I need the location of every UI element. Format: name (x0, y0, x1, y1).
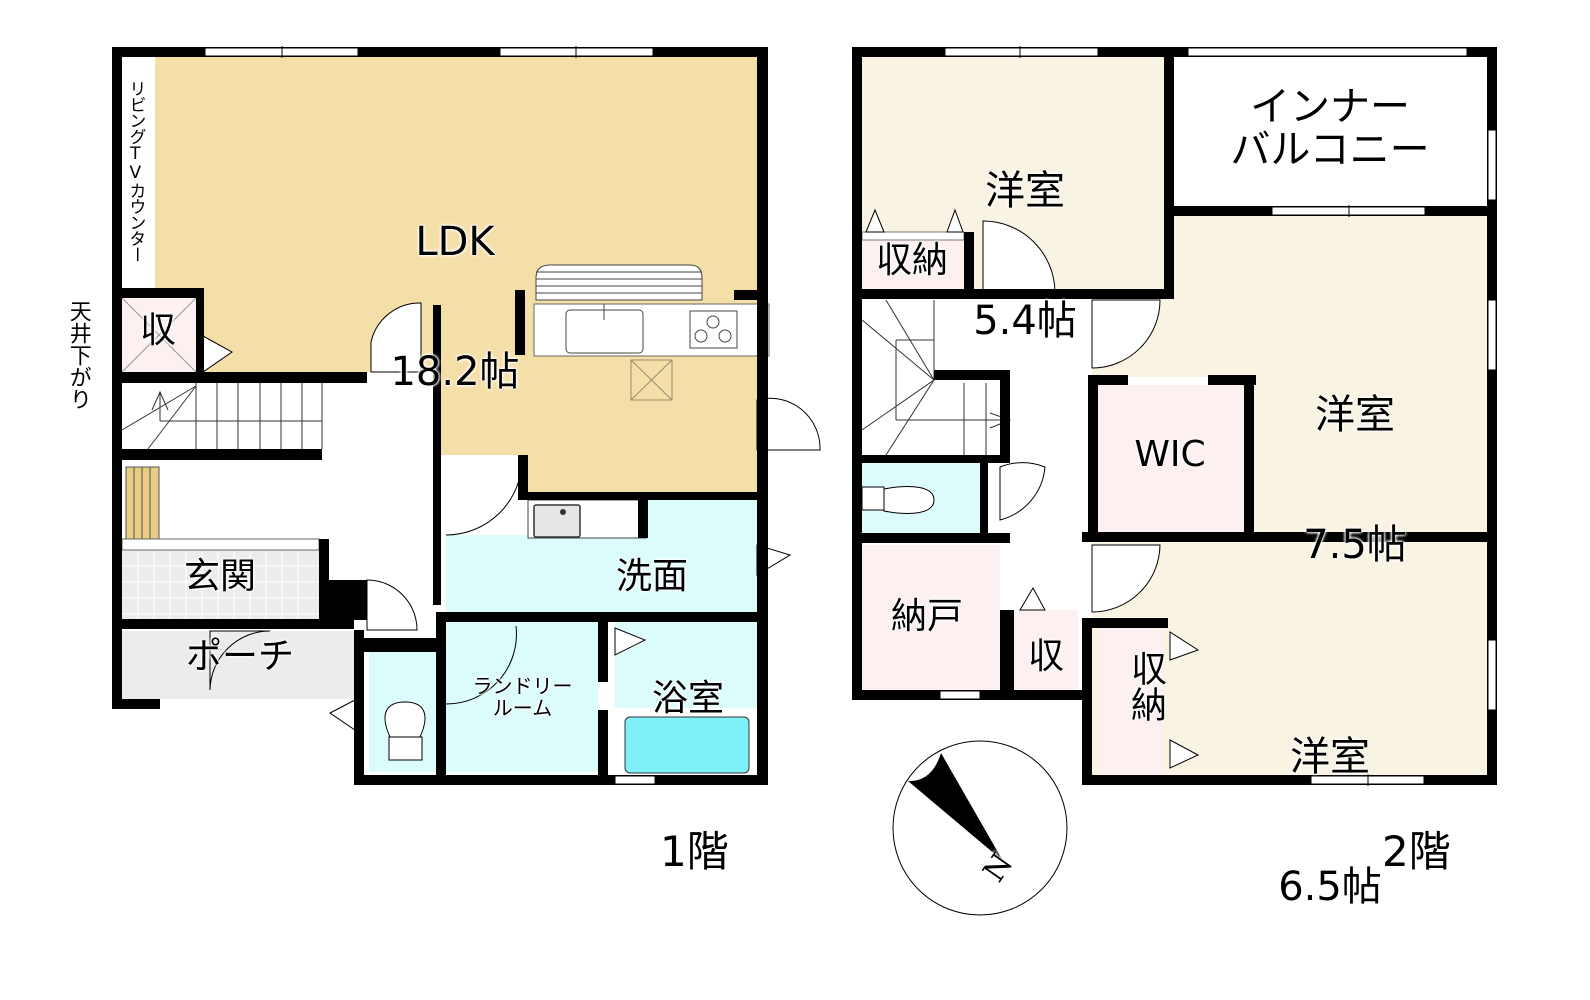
western-c-label: 洋室 6.5帖 (1245, 650, 1415, 952)
walls-1f (112, 47, 768, 785)
western-b-label: 洋室 7.5帖 (1270, 308, 1440, 610)
doors-2f (865, 208, 1200, 769)
ldk-name: LDK (415, 219, 495, 266)
floor-2-caption: 2階 (1382, 827, 1451, 876)
porch-floor (122, 631, 354, 699)
western-a-storage-fill (862, 232, 964, 289)
western-c-storage-fill (1098, 628, 1164, 775)
storage-small-label: 収 (1027, 636, 1064, 677)
kitchen-counter (533, 264, 770, 401)
ldk-label: LDK 18.2帖 (360, 135, 550, 437)
tv-counter-fill (122, 57, 155, 290)
north-arrow-icon (892, 740, 1068, 916)
bathroom-label: 浴室 (651, 678, 724, 719)
western-a-name: 洋室 (985, 168, 1065, 215)
wic-label: WIC (1134, 434, 1206, 475)
staircase-1f (121, 383, 323, 450)
windows-1f (204, 46, 656, 785)
storage-small-fill (1014, 610, 1078, 690)
inner-balcony-floor (1174, 57, 1487, 207)
western-b-size: 7.5帖 (1303, 521, 1407, 568)
floor-1-plan (112, 46, 821, 785)
western-c-size: 6.5帖 (1278, 863, 1382, 910)
bathtub (624, 716, 750, 774)
western-c-name: 洋室 (1290, 734, 1370, 781)
closet-room-floor (862, 545, 1000, 690)
floor-1-caption: 1階 (660, 827, 729, 876)
wic-floor (1098, 385, 1246, 532)
laundry-label: ランドリー ルーム (472, 674, 573, 720)
western-a-storage-label: 収納 (875, 240, 948, 281)
laundry-floor (446, 622, 598, 772)
windows-2f (939, 46, 1497, 786)
western-b-name: 洋室 (1315, 392, 1395, 439)
ceiling-note-label: 天井下がり (65, 300, 91, 410)
ldk-size: 18.2帖 (390, 348, 520, 395)
western-c-storage-label: 収納 (1125, 650, 1166, 722)
closet-room-label: 納戸 (890, 596, 963, 637)
toilet-2f (861, 486, 935, 514)
entrance-floor (122, 550, 319, 622)
western-b-floor (1092, 216, 1487, 532)
western-a-size: 5.4帖 (973, 297, 1077, 344)
ldk-floor (155, 57, 757, 492)
inner-balcony-label: インナー バルコニー (1230, 84, 1430, 174)
porch-label: ポーチ (185, 636, 294, 677)
western-a-label: 洋室 5.4帖 (940, 84, 1110, 386)
toilet-1f (384, 701, 426, 761)
entrance-label: 玄関 (183, 556, 256, 597)
floor-2-plan (852, 46, 1497, 786)
tv-counter-label: リビングTVカウンター (125, 80, 146, 262)
washroom-label: 洗面 (615, 556, 688, 597)
storage-1f-label: 収 (139, 310, 176, 351)
